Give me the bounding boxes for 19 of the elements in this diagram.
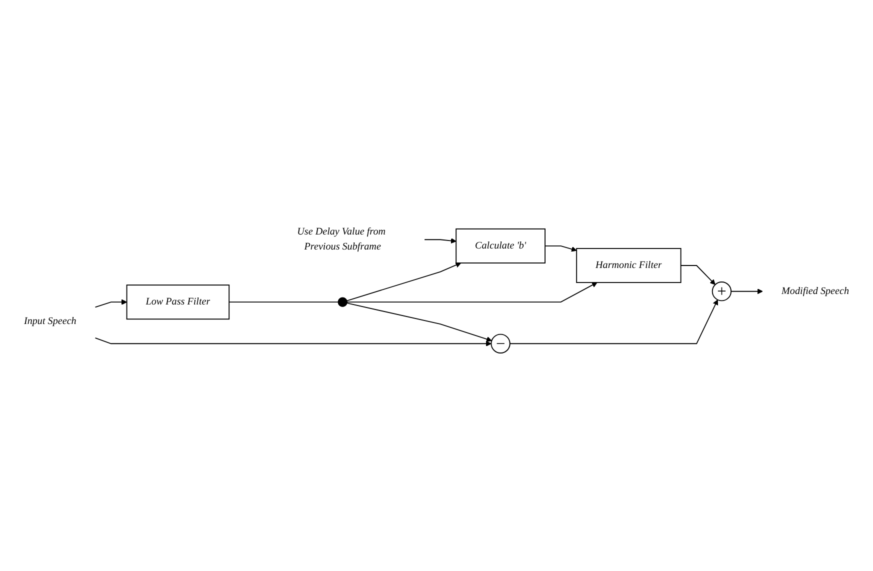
- connector: [228, 302, 339, 303]
- node-box: Harmonic Filter: [576, 248, 682, 283]
- arrow: [544, 245, 577, 252]
- node-text: Use Delay Value from Previous Subframe: [297, 226, 386, 252]
- node-box: Calculate 'b': [456, 228, 546, 264]
- node-box: Low Pass Filter: [126, 284, 230, 320]
- arrow: [509, 300, 718, 344]
- arrow: [730, 288, 763, 294]
- arrow: [680, 265, 716, 285]
- node-circle: −: [490, 334, 510, 354]
- arrow: [346, 262, 462, 302]
- node-circle: +: [712, 282, 732, 302]
- node-text: Input Speech: [24, 316, 76, 327]
- arrow: [346, 302, 492, 342]
- arrow: [346, 282, 598, 303]
- arrow: [424, 238, 456, 244]
- arrow: [94, 337, 492, 346]
- node-text: Modified Speech: [782, 286, 850, 296]
- arrow: [94, 299, 128, 308]
